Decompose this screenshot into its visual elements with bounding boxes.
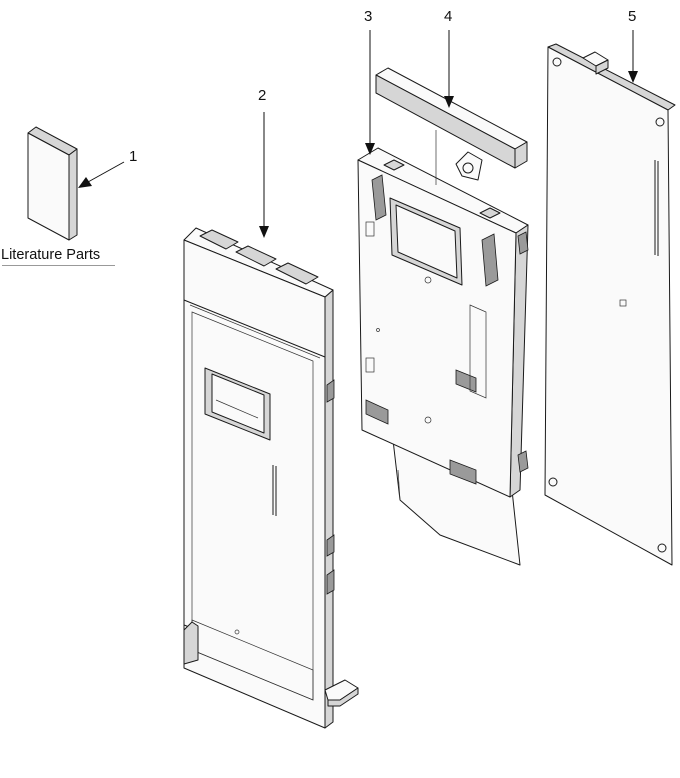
caption-underline (2, 265, 115, 266)
callout-3: 3 (364, 8, 373, 25)
part-5-circuit-board (544, 43, 676, 566)
callout-2: 2 (258, 87, 267, 104)
callout-5: 5 (628, 8, 637, 25)
part-2-control-panel-frame (183, 227, 359, 729)
part-3-control-bracket (357, 130, 529, 566)
part-4-trim-strip (375, 67, 528, 169)
part-1-literature-booklet (27, 126, 78, 241)
callout-4: 4 (444, 8, 453, 25)
literature-parts-caption: Literature Parts (1, 247, 101, 263)
callout-1: 1 (129, 148, 138, 165)
leader-lines (78, 30, 638, 238)
